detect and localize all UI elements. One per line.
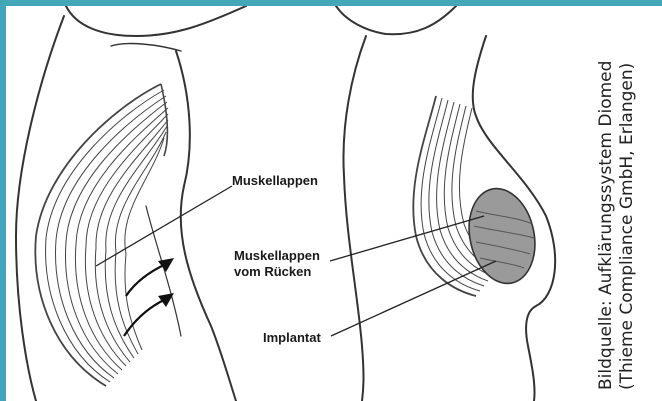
label-muskellappen: Muskellappen bbox=[232, 173, 318, 189]
rotation-arrows bbox=[124, 264, 166, 336]
label-implantat: Implantat bbox=[263, 330, 321, 346]
credit-line-2: (Thieme Compliance GmbH, Erlangen) bbox=[617, 10, 638, 390]
credit-line-1: Bildquelle: Aufklärungssystem Diomed bbox=[596, 10, 617, 390]
arrow-heads bbox=[158, 258, 174, 307]
label-muskellappen-ruecken-line2: vom Rücken bbox=[234, 264, 311, 280]
image-credit: Bildquelle: Aufklärungssystem Diomed (Th… bbox=[596, 10, 656, 390]
label-muskellappen-ruecken-line1: Muskellappen bbox=[234, 248, 320, 264]
